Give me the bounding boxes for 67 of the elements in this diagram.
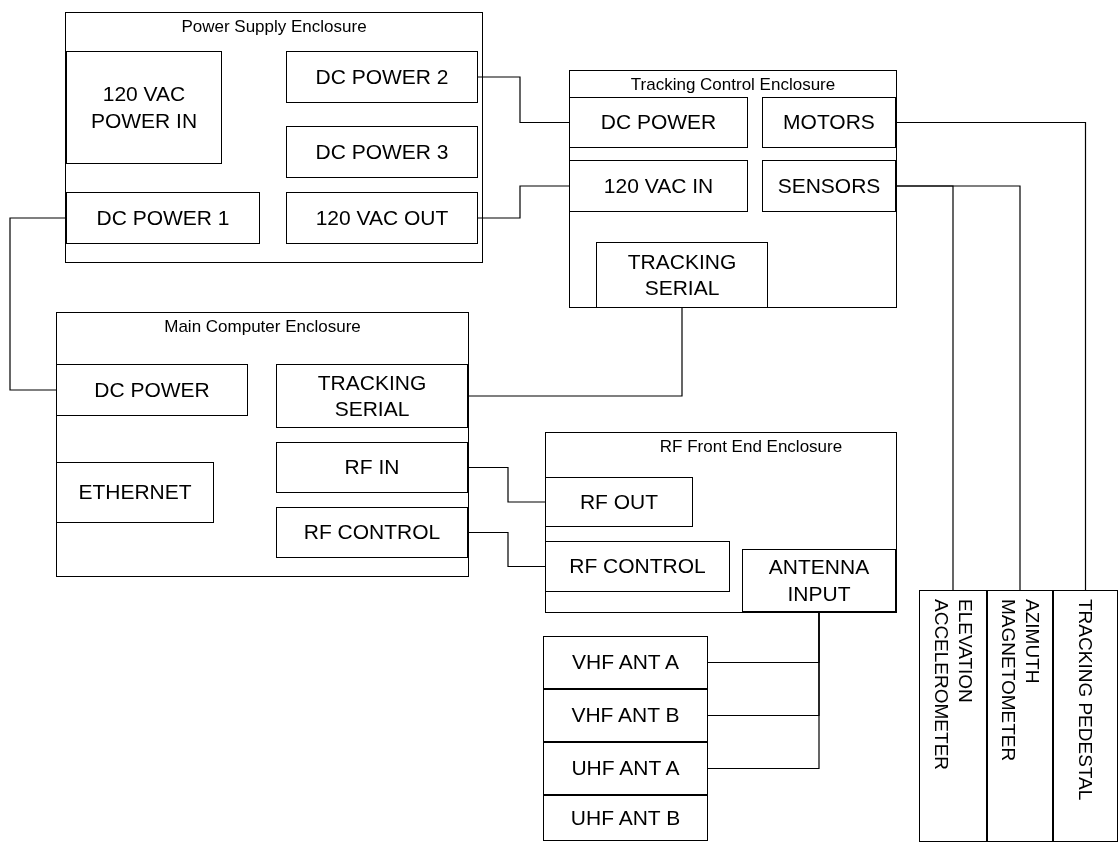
wire [467, 531, 546, 568]
wire [467, 466, 546, 503]
connector-label: ANTENNA INPUT [767, 554, 871, 607]
connector-label: 120 VAC IN [603, 172, 714, 199]
connector-box [286, 51, 478, 103]
connector-box [762, 97, 896, 148]
connector-label: DC POWER 2 [315, 63, 449, 90]
antenna-box [543, 689, 708, 742]
connector-box [286, 192, 478, 244]
connector-box [66, 192, 260, 244]
connector-label: TRACKING SERIAL [316, 369, 428, 422]
connector-box [569, 160, 748, 212]
connector-box [286, 126, 478, 178]
connector-label: RF OUT [579, 488, 659, 515]
connector-label: MOTORS [783, 109, 875, 136]
connector-box [742, 549, 896, 612]
antenna-box [543, 795, 708, 841]
device-box [1053, 590, 1118, 842]
wire [895, 121, 1087, 591]
enclosure-title: Main Computer Enclosure [164, 317, 361, 338]
device-box [919, 590, 987, 842]
connector-label: 120 VAC POWER IN [89, 81, 199, 134]
connector-label: UHF ANT B [570, 804, 681, 831]
antenna-box [543, 636, 708, 689]
antenna-box [543, 742, 708, 795]
connector-label: 120 VAC OUT [315, 204, 449, 231]
device-box [987, 590, 1053, 842]
wire [477, 76, 570, 124]
enclosure-title: RF Front End Enclosure [659, 437, 843, 458]
wire [9, 217, 67, 391]
connector-label: DC POWER 1 [96, 204, 230, 231]
connector-box [66, 51, 222, 164]
wire [477, 185, 570, 219]
connector-box [569, 97, 748, 148]
wire [467, 307, 683, 397]
connector-box [276, 442, 468, 493]
connector-label: RF IN [344, 454, 400, 481]
connector-box [56, 364, 248, 416]
device-label: TRACKING PEDESTAL [1074, 598, 1098, 801]
connector-label: DC POWER [94, 376, 210, 403]
enclosure-title: Power Supply Enclosure [181, 17, 367, 38]
connector-label: RF CONTROL [303, 519, 441, 546]
connector-label: RF CONTROL [569, 553, 706, 580]
connector-label: VHF ANT A [572, 649, 679, 676]
connector-label: TRACKING SERIAL [626, 248, 738, 301]
connector-label: VHF ANT B [571, 702, 680, 729]
device-label: ELEVATION ACCELEROMETER [930, 598, 977, 773]
connector-box [545, 477, 693, 527]
connector-label: ETHERNET [78, 479, 192, 506]
connector-box [545, 541, 730, 592]
connector-box [762, 160, 896, 212]
connector-label: DC POWER [600, 109, 717, 136]
enclosure-box [569, 70, 897, 308]
enclosure-title: Tracking Control Enclosure [630, 75, 836, 96]
connector-box [276, 364, 468, 428]
wire [707, 611, 820, 770]
enclosure-box [56, 312, 469, 577]
wire [895, 185, 1021, 591]
enclosure-box [65, 12, 483, 263]
connector-box [276, 507, 468, 558]
connector-box [56, 462, 214, 523]
device-label: AZIMUTH MAGNETOMETER [997, 598, 1044, 764]
connector-label: SENSORS [777, 172, 881, 199]
connector-label: DC POWER 3 [315, 138, 449, 165]
enclosure-box [545, 432, 897, 613]
connector-box [596, 242, 768, 308]
connector-label: UHF ANT A [571, 755, 680, 782]
